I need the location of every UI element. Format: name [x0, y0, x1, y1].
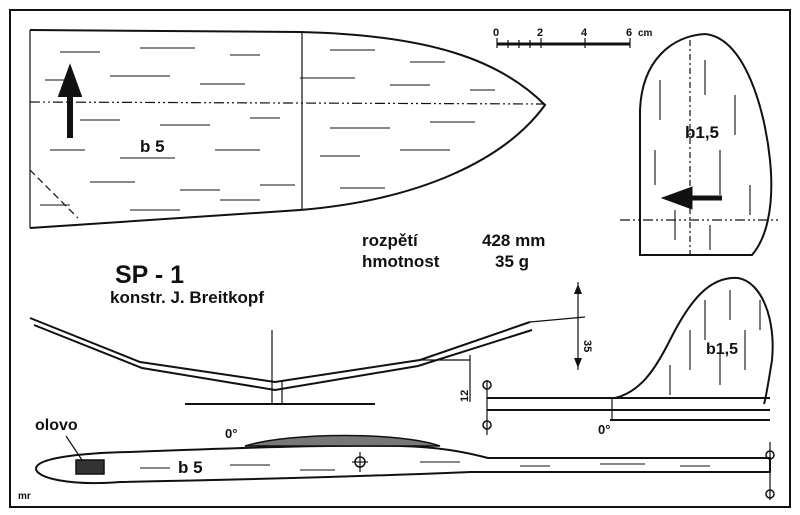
- mass-label: hmotnost: [362, 252, 440, 271]
- scale-tick-6: 6: [626, 27, 632, 39]
- scale-bar: 0 2 4 6 cm: [493, 27, 653, 48]
- grain-direction-arrow-icon: [660, 186, 722, 210]
- front-view: 35 12: [29, 282, 593, 405]
- ballast-label: olovo: [35, 417, 78, 434]
- model-title: SP - 1: [115, 261, 184, 289]
- span-label: rozpětí: [362, 231, 419, 250]
- scale-tick-2: 2: [537, 27, 543, 39]
- wing-plan-view: b 5: [29, 29, 547, 229]
- scale-tick-0: 0: [493, 27, 499, 39]
- mass-value: 35 g: [495, 252, 529, 271]
- ballast-weight: [75, 459, 105, 475]
- designer-label: konstr. J. Breitkopf: [110, 288, 264, 307]
- fuselage-side-view: olovo b 5 0°: [35, 417, 775, 500]
- tip-dihedral-dim: 35: [581, 340, 593, 352]
- span-value: 428 mm: [482, 231, 545, 250]
- center-dihedral-dim: 12: [459, 390, 471, 402]
- stabilizer-plan-view: b1,5: [620, 32, 780, 256]
- scale-unit: cm: [638, 28, 653, 39]
- fin-side-material-label: b1,5: [706, 341, 738, 358]
- wing-incidence-label: 0°: [225, 426, 237, 441]
- tail-incidence-label: 0°: [598, 422, 610, 437]
- fuselage-material-label: b 5: [178, 458, 203, 477]
- wing-profile: [244, 434, 441, 447]
- scale-tick-4: 4: [581, 27, 588, 39]
- frame: [9, 9, 791, 508]
- fin-material-label: b1,5: [685, 123, 719, 142]
- wood-grain: [40, 47, 495, 211]
- signature: mr: [18, 491, 31, 502]
- grain-direction-arrow-icon: [57, 63, 83, 138]
- wing-material-label: b 5: [140, 137, 165, 156]
- tail-side-view: b1,5 0°: [482, 276, 774, 437]
